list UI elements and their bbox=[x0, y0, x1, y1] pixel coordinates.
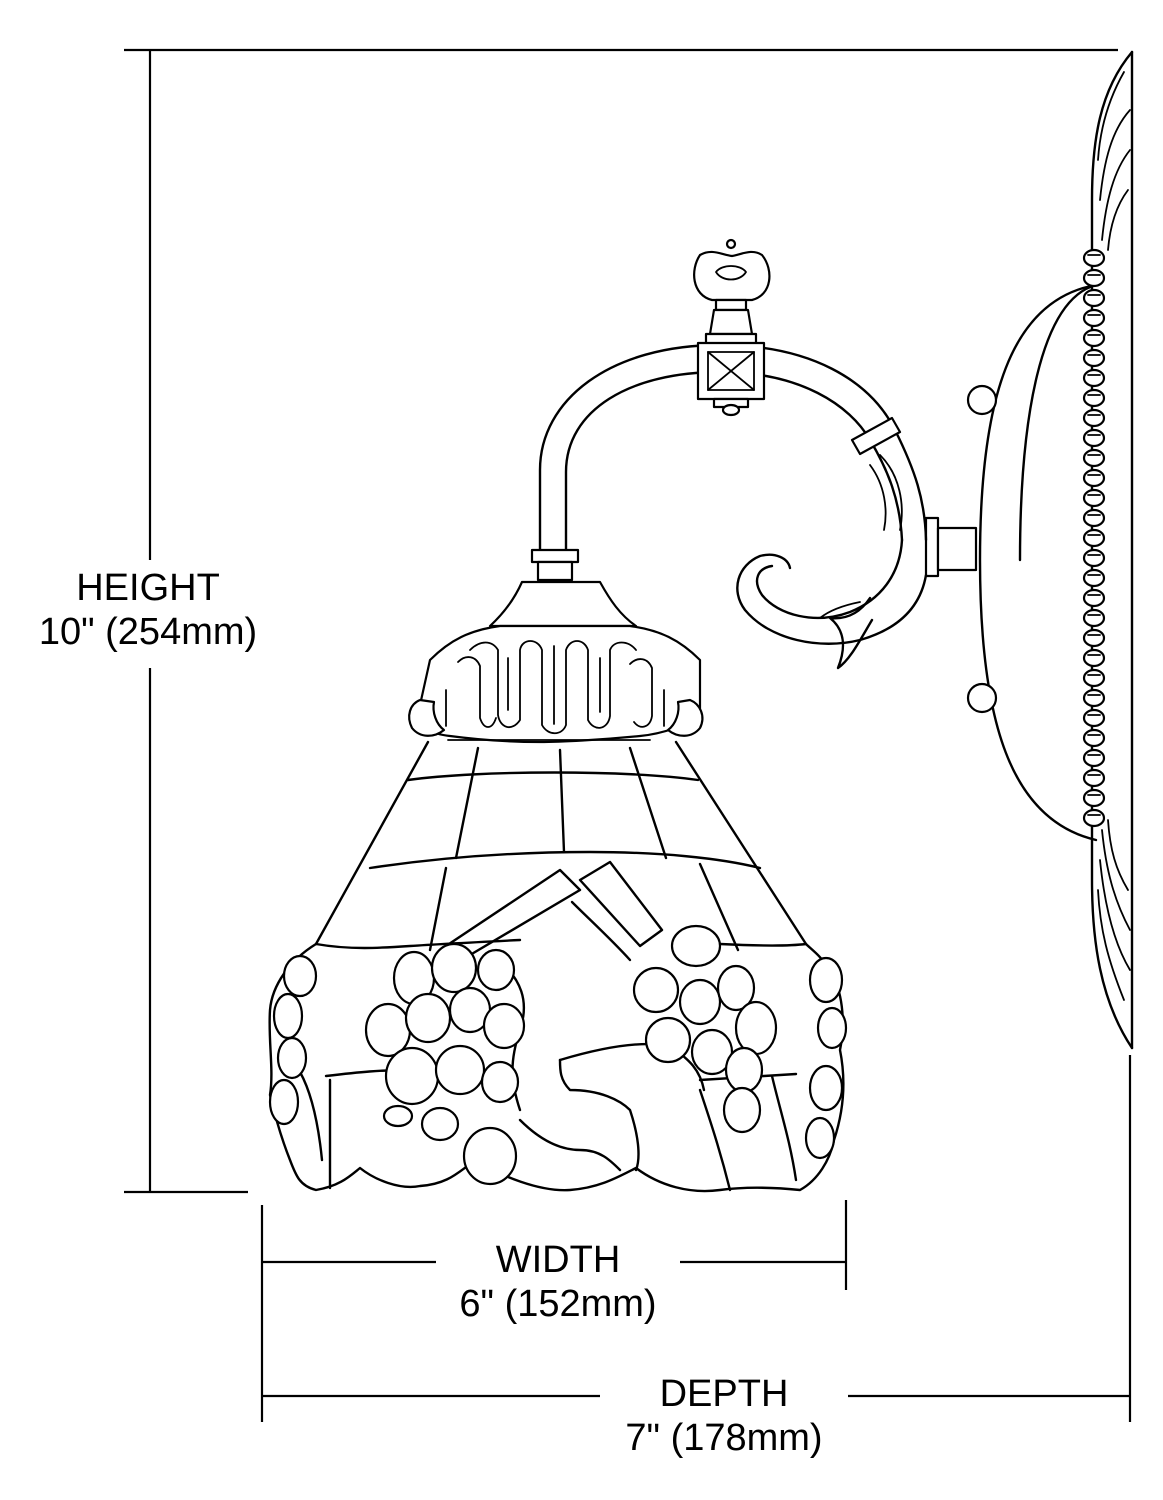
grape-glass-piece bbox=[382, 1104, 414, 1128]
height-dimension-label: HEIGHT 10" (254mm) bbox=[20, 566, 276, 654]
grape-glass-piece bbox=[268, 1078, 300, 1126]
grape-glass-piece bbox=[272, 992, 304, 1040]
depth-value: 7" (178mm) bbox=[625, 1417, 823, 1459]
grape-glass-piece bbox=[482, 1002, 526, 1050]
chain-bead bbox=[1082, 748, 1106, 768]
chain-bead bbox=[1082, 328, 1106, 348]
depth-dimension-lines bbox=[262, 1055, 1132, 1422]
chain-bead bbox=[1082, 668, 1106, 688]
chain-bead bbox=[1082, 568, 1106, 588]
depth-label: DEPTH bbox=[659, 1373, 789, 1415]
grape-glass-piece bbox=[722, 1086, 762, 1134]
grape-glass-piece bbox=[282, 954, 318, 998]
width-value: 6" (152mm) bbox=[459, 1283, 657, 1325]
width-label: WIDTH bbox=[495, 1239, 621, 1281]
chain-bead bbox=[1082, 468, 1106, 488]
chain-bead bbox=[1082, 588, 1106, 608]
canopy-oval bbox=[966, 283, 1098, 842]
grape-glass-piece bbox=[404, 992, 452, 1044]
chain-bead bbox=[1082, 288, 1106, 308]
grape-glass-piece bbox=[632, 966, 680, 1014]
chain-bead bbox=[1082, 808, 1106, 828]
grape-glass-piece bbox=[670, 924, 722, 968]
grape-glass-piece bbox=[476, 948, 516, 992]
grape-glass-piece bbox=[644, 1016, 692, 1064]
chain-bead bbox=[1082, 488, 1106, 508]
grape-glass-piece bbox=[420, 1106, 460, 1142]
grape-glass-piece bbox=[804, 1116, 836, 1160]
chain-bead bbox=[1082, 268, 1106, 288]
depth-dimension-label: DEPTH 7" (178mm) bbox=[600, 1372, 848, 1460]
chain-bead bbox=[1082, 528, 1106, 548]
chain-bead bbox=[1082, 248, 1106, 268]
grape-glass-piece bbox=[716, 964, 756, 1012]
grape-glass-piece bbox=[734, 1000, 778, 1056]
chain-bead bbox=[1082, 728, 1106, 748]
width-dimension-lines bbox=[260, 1200, 848, 1422]
grape-glass-piece bbox=[384, 1046, 440, 1106]
chain-bead bbox=[1082, 628, 1106, 648]
grape-glass-piece bbox=[434, 1044, 486, 1096]
wall-backplate bbox=[1090, 50, 1134, 1050]
grape-glass-piece bbox=[808, 956, 844, 1004]
arm-finial bbox=[693, 238, 771, 417]
grape-glass-piece bbox=[276, 1036, 308, 1080]
grape-glass-piece bbox=[678, 978, 722, 1026]
chain-bead bbox=[1082, 688, 1106, 708]
height-value: 10" (254mm) bbox=[38, 611, 258, 653]
grape-glass-piece bbox=[816, 1006, 848, 1050]
beaded-chain bbox=[1082, 248, 1106, 828]
chain-bead bbox=[1082, 768, 1106, 788]
shade-grapes bbox=[268, 924, 848, 1186]
chain-bead bbox=[1082, 448, 1106, 468]
grape-glass-piece bbox=[462, 1126, 518, 1186]
shade-crown bbox=[408, 580, 704, 744]
width-dimension-label: WIDTH 6" (152mm) bbox=[436, 1238, 680, 1326]
grape-glass-piece bbox=[364, 1002, 412, 1058]
height-dimension-lines bbox=[124, 48, 1118, 1194]
chain-bead bbox=[1082, 788, 1106, 808]
chain-bead bbox=[1082, 708, 1106, 728]
chain-bead bbox=[1082, 428, 1106, 448]
chain-bead bbox=[1082, 308, 1106, 328]
height-label: HEIGHT bbox=[76, 567, 220, 609]
sconce-arm bbox=[530, 343, 978, 670]
grape-glass-piece bbox=[480, 1060, 520, 1104]
chain-bead bbox=[1082, 408, 1106, 428]
chain-bead bbox=[1082, 608, 1106, 628]
grape-glass-piece bbox=[430, 942, 478, 994]
chain-bead bbox=[1082, 508, 1106, 528]
chain-bead bbox=[1082, 548, 1106, 568]
chain-bead bbox=[1082, 368, 1106, 388]
chain-bead bbox=[1082, 648, 1106, 668]
chain-bead bbox=[1082, 348, 1106, 368]
chain-bead bbox=[1082, 388, 1106, 408]
grape-glass-piece bbox=[724, 1046, 764, 1094]
grape-glass-piece bbox=[808, 1064, 844, 1112]
